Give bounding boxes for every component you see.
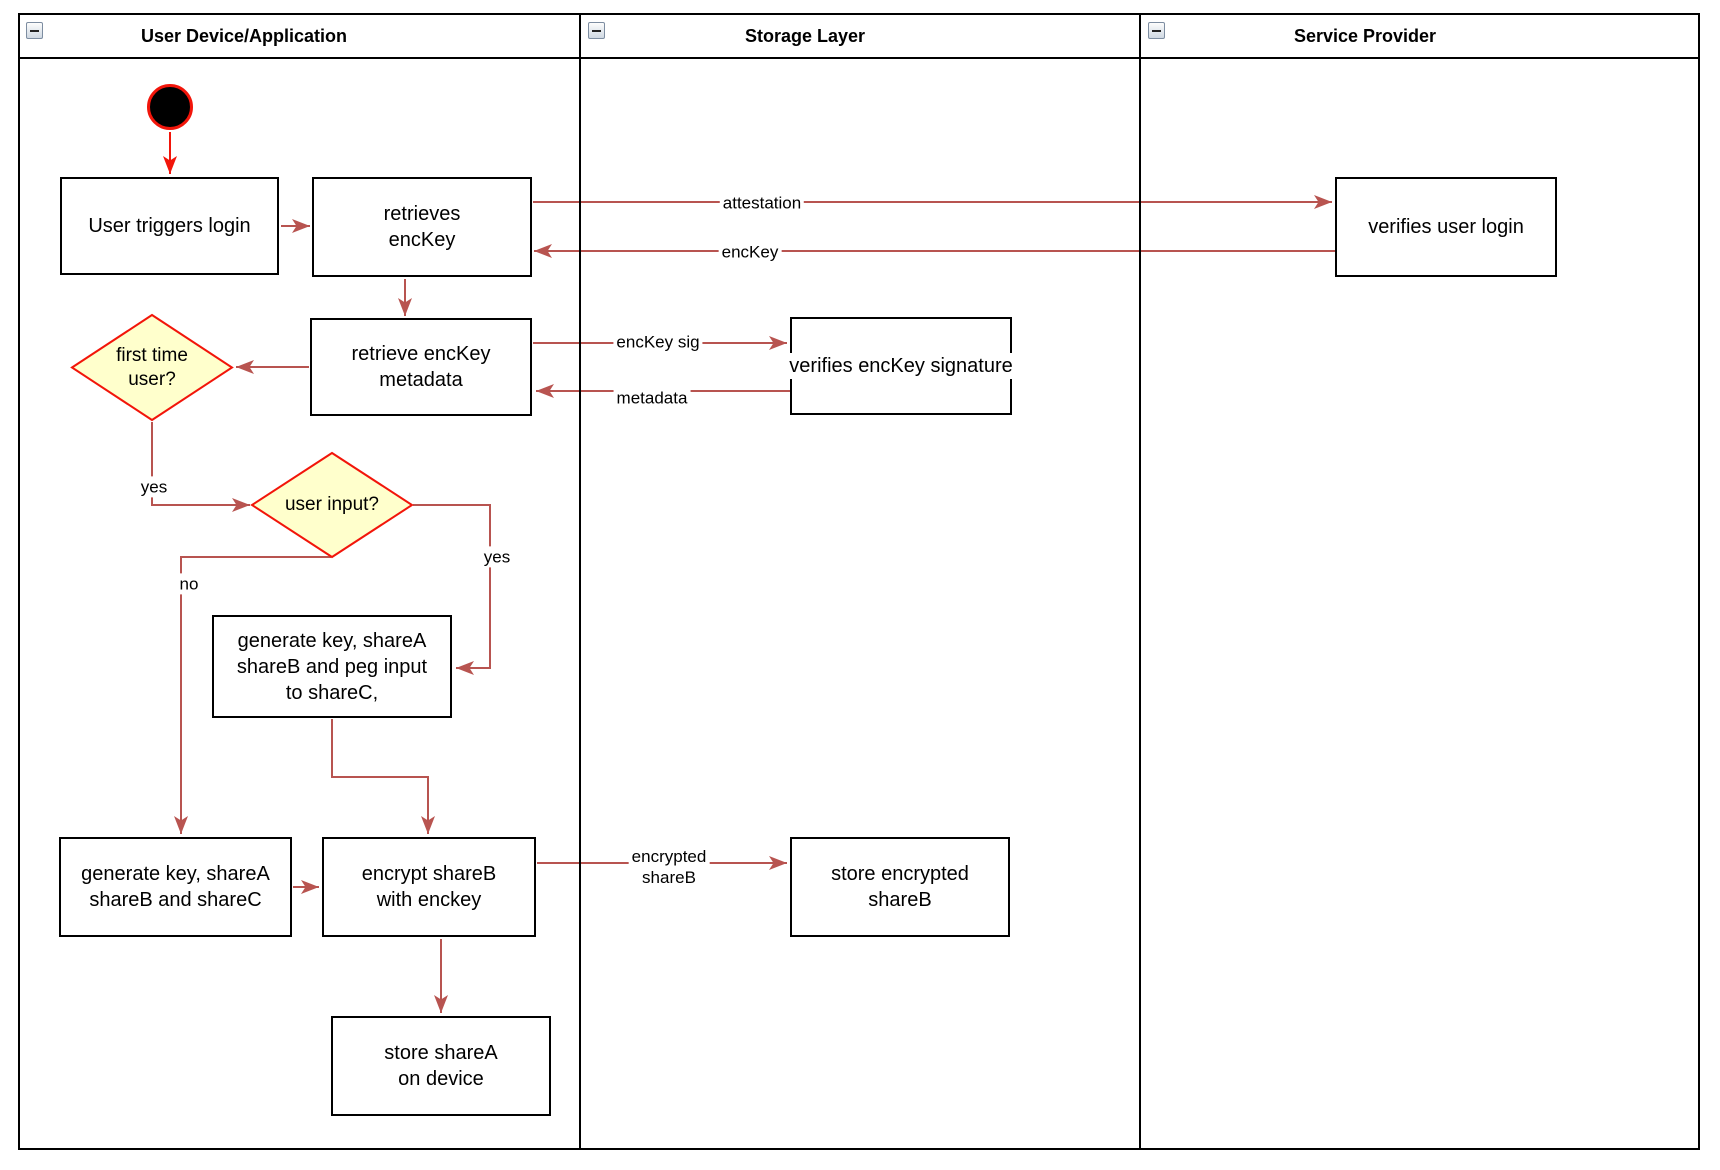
- node-store-encrypted-shareb[interactable]: store encrypted shareB: [790, 837, 1010, 937]
- lane-title-user-device: User Device/Application: [140, 25, 348, 46]
- node-label: retrieves encKey: [381, 201, 463, 253]
- lane-header-service-provider[interactable]: Service Provider: [1140, 15, 1700, 57]
- edge-label-metadata: metadata: [613, 387, 691, 409]
- initial-node[interactable]: [147, 84, 193, 130]
- minus-glyph: [1152, 29, 1161, 32]
- minus-glyph: [30, 29, 39, 32]
- node-label: verifies user login: [1366, 214, 1526, 240]
- collapse-icon[interactable]: [1148, 22, 1165, 39]
- edge-label-attestation: attestation: [719, 192, 805, 214]
- lane-title-storage-layer: Storage Layer: [744, 25, 866, 46]
- node-label: generate key, shareA shareB and shareC: [79, 861, 272, 913]
- node-store-sharea-on-device[interactable]: store shareA on device: [331, 1016, 551, 1116]
- node-label: User triggers login: [86, 213, 253, 239]
- collapse-icon[interactable]: [588, 22, 605, 39]
- lane-header-separator: [18, 57, 1700, 59]
- node-retrieve-enckey-metadata[interactable]: retrieve encKey metadata: [310, 318, 532, 416]
- decision-user-input[interactable]: user input?: [250, 451, 414, 559]
- lane-divider-1: [579, 13, 581, 1150]
- node-generate-key-peg-input[interactable]: generate key, shareA shareB and peg inpu…: [212, 615, 452, 718]
- decision-label: first time user?: [116, 344, 188, 390]
- edge-label-encrypted-shareb: encrypted shareB: [628, 845, 710, 889]
- lane-header-storage-layer[interactable]: Storage Layer: [580, 15, 1140, 57]
- lane-divider-2: [1139, 13, 1141, 1150]
- decision-first-time-user[interactable]: first time user?: [70, 313, 234, 422]
- edge-label-user-input-no: no: [176, 573, 202, 595]
- node-generate-key-sharec[interactable]: generate key, shareA shareB and shareC: [59, 837, 292, 937]
- lane-header-user-device[interactable]: User Device/Application: [18, 15, 580, 57]
- node-verifies-user-login[interactable]: verifies user login: [1335, 177, 1557, 277]
- edge-label-user-input-yes: yes: [480, 546, 514, 568]
- edge-label-enckey: encKey: [718, 241, 782, 263]
- edge-label-first-time-yes: yes: [137, 476, 171, 498]
- node-encrypt-shareb[interactable]: encrypt shareB with enckey: [322, 837, 536, 937]
- node-user-triggers-login[interactable]: User triggers login: [60, 177, 279, 275]
- edge-label-enckey-sig: encKey sig: [613, 331, 703, 353]
- node-label: retrieve encKey metadata: [349, 341, 493, 393]
- diamond-shape: [250, 451, 414, 559]
- swimlane-pool-border: [18, 13, 1700, 1150]
- collapse-icon[interactable]: [26, 22, 43, 39]
- lane-title-service-provider: Service Provider: [1293, 25, 1437, 46]
- node-label: encrypt shareB with enckey: [359, 861, 499, 913]
- decision-label: user input?: [284, 494, 379, 516]
- node-retrieves-enckey[interactable]: retrieves encKey: [312, 177, 532, 277]
- node-verifies-enckey-signature[interactable]: verifies encKey signature: [787, 317, 1015, 415]
- node-label: store shareA on device: [382, 1040, 500, 1092]
- minus-glyph: [592, 29, 601, 32]
- diamond-shape: [70, 313, 234, 422]
- node-label: generate key, shareA shareB and peg inpu…: [234, 627, 430, 706]
- node-label: verifies encKey signature: [787, 353, 1015, 379]
- node-label: store encrypted shareB: [829, 861, 971, 913]
